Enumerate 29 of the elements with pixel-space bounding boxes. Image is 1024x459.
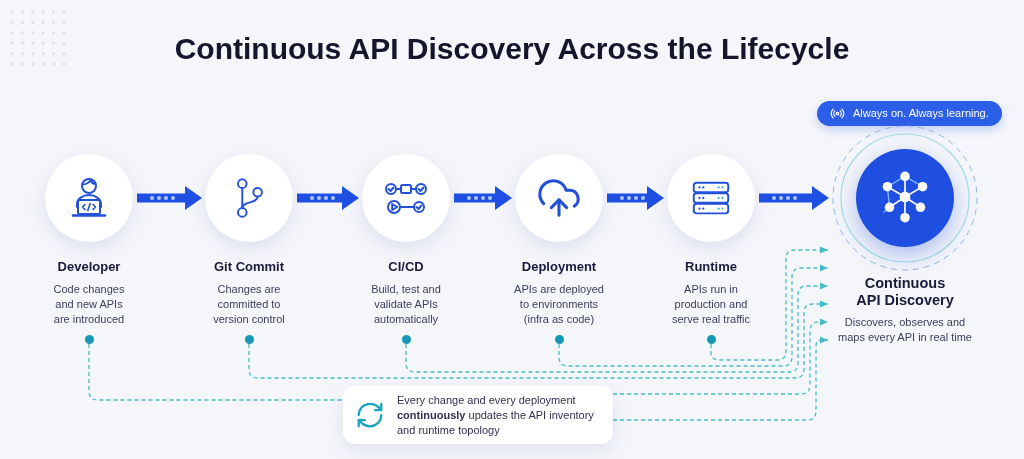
step-description: APIs run in production and serve real traffic xyxy=(670,282,752,327)
dashed-line xyxy=(88,343,344,401)
status-pill xyxy=(817,101,1002,126)
step-description: Changes are committed to version control xyxy=(212,282,286,327)
note-text: Every change and every deployment continuously updates the API inventory and runtime topology xyxy=(397,392,595,438)
step-title: CI/CD xyxy=(388,259,424,275)
step-title: Git Commit xyxy=(213,259,285,275)
step-title: Runtime xyxy=(685,259,737,275)
dashed-arrow xyxy=(405,282,829,373)
step-description: Build, test and validate APIs automatically xyxy=(370,282,442,327)
flow-arrow xyxy=(297,186,359,210)
dashed-arrow xyxy=(248,300,829,379)
dashed-arrow xyxy=(710,246,829,361)
step-description: APIs are deployed to environments (infra as code) xyxy=(513,282,605,327)
diagram-title: Continuous API Discovery Across the Lifecycle xyxy=(174,31,850,67)
dashed-arrow xyxy=(558,264,829,367)
dashed-arrow xyxy=(612,336,829,421)
flow-arrow xyxy=(607,186,664,210)
step-title: Developer xyxy=(57,259,121,275)
hub-description: Discovers, observes and maps every API in real time xyxy=(837,315,973,345)
hub-title: Continuous API Discovery xyxy=(855,275,955,309)
flow-arrow xyxy=(454,186,512,210)
dashed-arrow xyxy=(612,318,829,395)
note-card xyxy=(343,386,613,444)
pill-label: Always on. Always learning. xyxy=(853,106,989,122)
flow-arrow xyxy=(759,186,829,210)
step-title: Deployment xyxy=(521,259,597,275)
step-description: Code changes and new APIs are introduced xyxy=(52,282,126,327)
flow-arrow xyxy=(137,186,202,210)
